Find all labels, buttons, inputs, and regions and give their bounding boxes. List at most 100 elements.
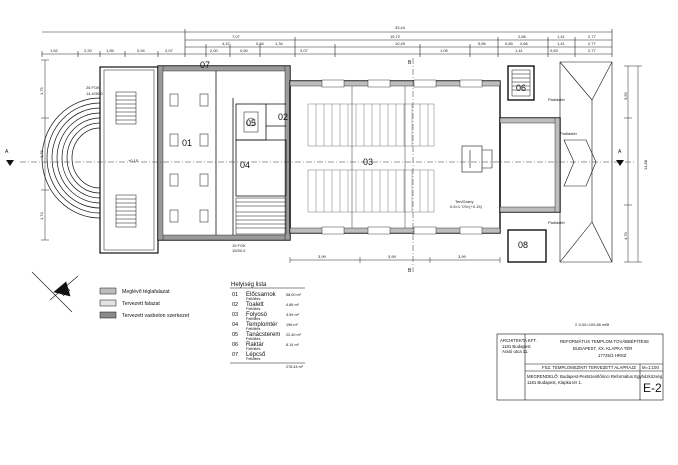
room-list-title: Helyiség lista	[231, 282, 267, 288]
room-row-num: 04	[232, 322, 238, 328]
room-list-total: 278.44 m²	[286, 365, 304, 369]
nave-axis-lines	[351, 86, 406, 228]
dim-tick-4: 0,94	[137, 48, 146, 53]
dim-sub-3: 1,34	[275, 41, 284, 46]
dim-top-seg-1: 7,07	[232, 34, 241, 39]
dim-bottom-2: 3,99	[388, 254, 397, 259]
narthex-columns	[169, 93, 209, 223]
dim-top-total: 33,44	[395, 25, 406, 30]
dim-sub-4: 10,49	[395, 41, 406, 46]
roof-label-mid: Padlástér	[560, 131, 578, 136]
room-row-name: Raktár	[246, 342, 264, 348]
roof-outline	[559, 61, 613, 263]
legend-swatch-concrete	[99, 311, 117, 319]
firm-address-line-2: Arató utca 11.	[502, 349, 528, 354]
section-mark-b-bottom: B	[408, 268, 412, 274]
porch-stair-lower	[115, 194, 137, 228]
legend-swatch-existing	[99, 287, 117, 295]
step-note-line-1: 15 FOK	[232, 243, 246, 248]
room-row-num: 03	[232, 312, 238, 318]
narthex-wall-hatch	[157, 65, 291, 241]
dim-tick-12: 2,77	[588, 48, 597, 53]
legend-label-concrete: Tervezett vasbeton szerkezet	[122, 313, 190, 319]
porch-level: +0.15	[128, 158, 139, 163]
legend-label-planned-wall: Tervezett falazat	[122, 301, 160, 307]
legend-swatch-planned-wall	[99, 299, 117, 307]
dim-right-total: 14,88	[643, 159, 648, 170]
client-address: 1181 Budapest, Klapka tér 1.	[527, 380, 582, 385]
dim-tick-9: 1,05	[440, 48, 449, 53]
dim-sub-7: 2,66	[520, 41, 529, 46]
section-arrow-a-left	[6, 160, 14, 166]
dim-tick-8: 2,07	[300, 48, 309, 53]
dim-sub-5: 5,89	[478, 41, 487, 46]
dim-tick-3: 1,55	[106, 48, 115, 53]
dim-tick-2: 2,20	[84, 48, 93, 53]
step-note-line-2: 15/30.0	[232, 248, 246, 253]
dim-top-seg-3: 2,66	[518, 34, 527, 39]
dim-left-3: 1,74	[39, 211, 44, 220]
room-row-name: Előcsarnok	[246, 292, 277, 298]
firm-name: ARCHITEKTA KFT.	[500, 338, 537, 343]
room-label-07: 07	[200, 60, 210, 70]
floor-note-line-2: 0.6×1.7/0×(+0.15)	[450, 204, 483, 209]
stair-note-line-2: 14.4/30.0	[86, 91, 103, 96]
dim-top-seg-5: 2,77	[588, 34, 597, 39]
top-dimension-lines	[41, 29, 613, 57]
room-label-03: 03	[363, 157, 373, 167]
toilet-fixture	[243, 111, 259, 133]
dim-sub-8: 1,41	[557, 41, 566, 46]
drawing-title: FSZ. TEMPLOMSZINTI TERVEZETT ALAPRAJZ	[542, 365, 636, 370]
room-label-06: 06	[516, 83, 526, 93]
room-row-name: Templomtér	[246, 322, 277, 328]
nave-wall-hatch	[289, 80, 501, 234]
room-row-area: 58.00 m²	[286, 293, 302, 297]
section-mark-a-right: A	[618, 149, 622, 155]
dim-bottom-3: 3,99	[458, 254, 467, 259]
section-mark-b-top: B	[408, 60, 412, 66]
room-row-num: 02	[232, 302, 238, 308]
room-row-sub: Feltöltés	[246, 357, 260, 361]
dim-right-1: 3,59	[623, 91, 628, 100]
dim-tick-5: 2,07	[165, 48, 174, 53]
room-row-sub: Feltöltés	[246, 307, 260, 311]
room-row-num: 06	[232, 342, 238, 348]
room-row-name: Tanácsterem	[246, 332, 280, 338]
project-line-1: REFORMÁTUS TEMPLOM TOVÁBBÉPÍTÉSE	[560, 339, 649, 344]
stair-note-line-1: 26 FOK	[86, 85, 100, 90]
bottom-dimension-lines	[289, 257, 501, 263]
room-row-sub: Feltöltés	[246, 347, 260, 351]
room-row-name: Folyosó	[246, 312, 268, 318]
dim-sub-1: 4,47	[222, 41, 231, 46]
project-line-3: 17725/3 HRSZ	[598, 353, 627, 358]
nave-windows	[321, 79, 483, 235]
nave-pews-upper	[307, 103, 435, 147]
room-row-area: 3.59 m²	[286, 313, 300, 317]
room-row-name: Toalett	[246, 302, 264, 308]
section-mark-a-left: A	[5, 149, 9, 155]
floor-note-line-1: Ten/Grany	[455, 199, 473, 204]
room-row-num: 01	[232, 292, 238, 298]
room-row-sub: Feltöltés	[246, 337, 260, 341]
dim-tick-7: 0,50	[240, 48, 249, 53]
room-row-sub: Feltöltés	[246, 317, 260, 321]
firm-address-line-1: 1181 Budapest	[502, 344, 531, 349]
room-list-table: Helyiség lista 01 Előcsarnok Feltöltés 5…	[230, 282, 305, 369]
roof-label-top: Padlástér	[548, 97, 566, 102]
elevation-reference: Σ 0,00=109,86 mBf	[575, 322, 610, 327]
dim-sub-2: 0,84	[256, 41, 265, 46]
drawing-scale: M=1:100	[642, 365, 659, 370]
dim-top-seg-2: 15,72	[390, 34, 401, 39]
room-row-area: 4.86 m²	[286, 303, 300, 307]
dim-right-2: 4,79	[623, 231, 628, 240]
stair-07	[235, 197, 287, 235]
east-wing-hatch	[499, 117, 561, 213]
dim-sub-6: 0,89	[505, 41, 514, 46]
tower-stair	[511, 69, 531, 97]
sheet-number: E-2	[643, 381, 662, 395]
right-dimension-lines	[624, 65, 642, 263]
legend-label-existing: Meglévő téglafalazat	[122, 289, 170, 295]
dim-tick-11: 0,63	[550, 48, 559, 53]
narthex-partitions	[215, 71, 287, 235]
